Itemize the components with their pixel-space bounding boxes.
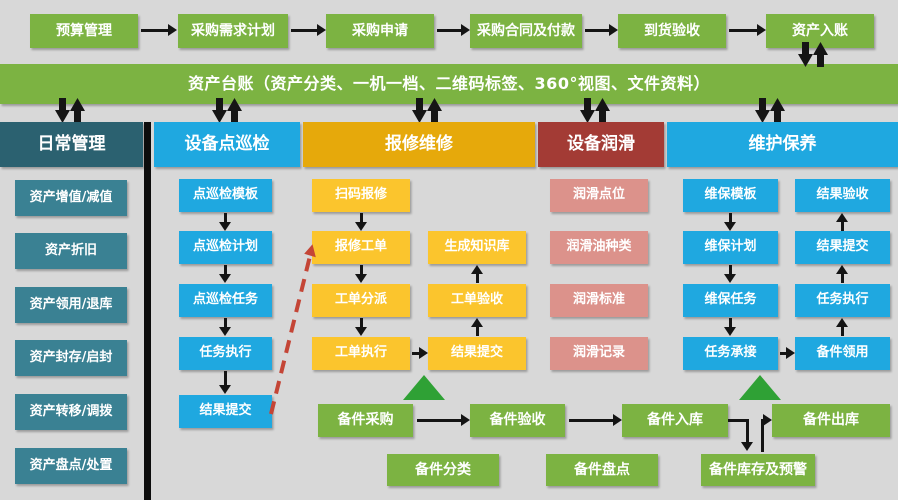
inspection-item: 点巡检任务	[179, 284, 272, 317]
sync-arrows-icon	[55, 98, 85, 123]
maintenance-item: 备件领用	[795, 337, 890, 370]
flow-step-contract-payment: 采购合同及付款	[470, 14, 582, 48]
arrow-down	[724, 318, 735, 336]
daily-item: 资产增值/减值	[15, 180, 127, 216]
flow-step-budget: 预算管理	[30, 14, 138, 48]
process-triangle-marker	[739, 375, 781, 400]
arrow-down	[219, 213, 230, 231]
lubrication-item: 润滑油种类	[550, 231, 648, 264]
maintenance-item: 维保模板	[683, 179, 778, 212]
spare-item: 备件盘点	[546, 454, 658, 486]
arrow-right	[437, 24, 470, 35]
arrow-down	[219, 318, 230, 336]
repair-item: 工单分派	[312, 284, 410, 317]
spare-item: 备件库存及预警	[701, 454, 815, 486]
arrow-down	[741, 419, 752, 451]
arrow-right	[569, 414, 622, 425]
sync-arrows-icon	[580, 98, 610, 123]
maintenance-item: 结果验收	[795, 179, 890, 212]
flow-step-procurement-plan: 采购需求计划	[178, 14, 288, 48]
sync-arrows-icon	[798, 42, 828, 67]
arrow-down	[355, 265, 366, 283]
inspection-header: 设备点巡检	[154, 122, 300, 167]
daily-item: 资产封存/启封	[15, 340, 127, 376]
flow-step-asset-booking: 资产入账	[766, 14, 874, 48]
column-separator	[144, 122, 151, 500]
lubrication-header: 设备润滑	[538, 122, 664, 167]
inspection-item: 任务执行	[179, 337, 272, 370]
arrow-down	[355, 318, 366, 336]
daily-management-header: 日常管理	[0, 122, 143, 167]
repair-item: 工单执行	[312, 337, 410, 370]
inspection-item: 结果提交	[179, 395, 272, 428]
arrow-down	[355, 213, 366, 231]
lubrication-item: 润滑标准	[550, 284, 648, 317]
maintenance-item: 任务承接	[683, 337, 778, 370]
arrow-right	[417, 414, 470, 425]
inspection-item: 点巡检模板	[179, 179, 272, 212]
maintenance-header: 维护保养	[667, 122, 898, 167]
arrow-up	[836, 213, 847, 231]
arrow-right	[780, 347, 795, 358]
repair-header: 报修维修	[303, 122, 535, 167]
repair-item: 扫码报修	[312, 179, 410, 212]
flow-step-purchase-request: 采购申请	[326, 14, 434, 48]
arrow-down	[724, 265, 735, 283]
spare-item: 备件入库	[622, 404, 728, 437]
arrow-right	[761, 414, 772, 425]
arrow-down	[219, 265, 230, 283]
process-triangle-marker	[403, 375, 445, 400]
inspection-item: 点巡检计划	[179, 231, 272, 264]
arrow-right	[291, 24, 326, 35]
arrow-right	[585, 24, 618, 35]
daily-item: 资产领用/退库	[15, 287, 127, 323]
arrow-down	[219, 371, 230, 394]
connector-line	[761, 419, 764, 452]
repair-item: 生成知识库	[428, 231, 526, 264]
arrow-right	[412, 347, 428, 358]
dashed-connector	[269, 244, 316, 415]
spare-item: 备件分类	[387, 454, 499, 486]
arrow-right	[729, 24, 766, 35]
arrow-up	[836, 265, 847, 283]
arrow-up	[471, 318, 482, 336]
repair-item: 工单验收	[428, 284, 526, 317]
arrow-down	[724, 213, 735, 231]
repair-item: 报修工单	[312, 231, 410, 264]
daily-item: 资产转移/调拨	[15, 394, 127, 430]
maintenance-item: 维保计划	[683, 231, 778, 264]
sync-arrows-icon	[755, 98, 785, 123]
lubrication-item: 润滑记录	[550, 337, 648, 370]
asset-ledger-bar: 资产台账（资产分类、一机一档、二维码标签、360°视图、文件资料）	[0, 64, 898, 104]
connector-line	[728, 419, 748, 422]
lubrication-item: 润滑点位	[550, 179, 648, 212]
maintenance-item: 任务执行	[795, 284, 890, 317]
repair-item: 结果提交	[428, 337, 526, 370]
sync-arrows-icon	[412, 98, 442, 123]
flow-step-arrival-inspection: 到货验收	[618, 14, 726, 48]
spare-item: 备件采购	[318, 404, 413, 437]
daily-item: 资产折旧	[15, 233, 127, 269]
arrow-up	[836, 318, 847, 336]
spare-item: 备件出库	[772, 404, 890, 437]
arrow-right	[141, 24, 177, 35]
maintenance-item: 结果提交	[795, 231, 890, 264]
maintenance-item: 维保任务	[683, 284, 778, 317]
spare-item: 备件验收	[470, 404, 565, 437]
daily-item: 资产盘点/处置	[15, 448, 127, 484]
sync-arrows-icon	[212, 98, 242, 123]
arrow-up	[471, 265, 482, 283]
